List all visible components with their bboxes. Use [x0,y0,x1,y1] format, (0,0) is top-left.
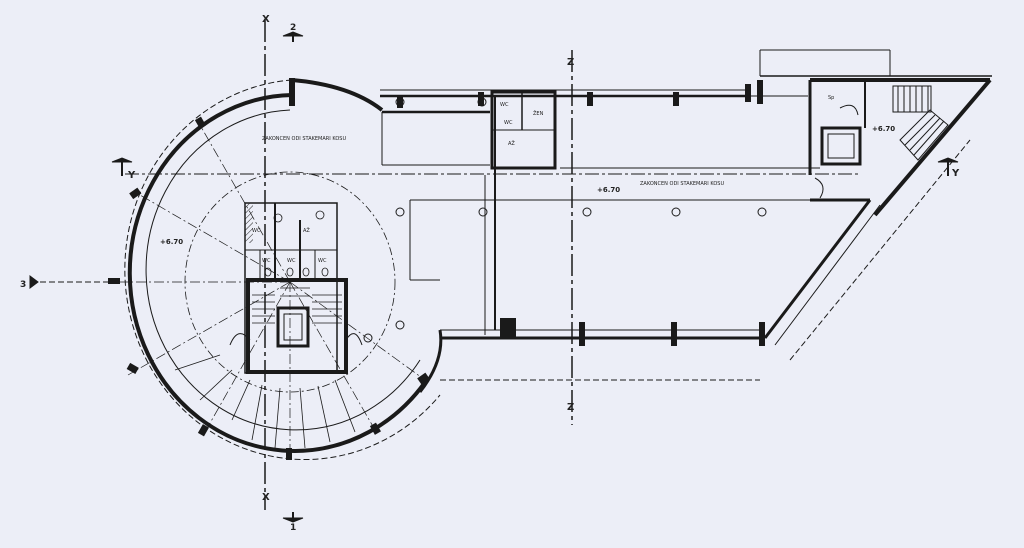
stair-tower-treads [892,85,949,161]
rotunda [108,79,441,461]
gallery-curved-wall [291,78,384,112]
section-2-label: 2 [290,23,296,33]
lift-shaft-right [820,126,862,166]
structural-columns [397,80,765,346]
rotunda-lower-curve [418,329,443,393]
axis-y-right-label: Y [951,168,960,179]
core-stair-treads [252,287,342,324]
section-3-label: 3 [20,280,26,290]
axis-x-top-label: X [262,14,270,25]
grid-axes [40,20,573,510]
section-1-label: 1 [290,523,296,533]
main-wing [125,49,992,381]
wc-label-left-a: WC [252,228,261,234]
wc-label-left-b: WC [262,258,271,264]
shop-label: ŽEN [533,109,544,117]
axis-markers [363,97,767,343]
wc-area-right: AŽ [508,139,515,147]
wc-label-left-c: WC [287,258,296,264]
central-core [229,202,363,374]
level-stair-tower: +6.70 [872,125,895,133]
lift-car [283,313,303,341]
lift-shaft [276,306,310,348]
axis-y-left-label: Y [127,170,136,181]
axis-z-top-label: Z [567,57,574,68]
wc-label-left-d: WC [318,258,327,264]
wc-top-a: WC [500,102,509,108]
axis-z-bottom-label: Z [567,402,574,413]
rotunda-columns [108,116,430,460]
corridor-label: ZAKONCEN ODI STAKEMARI KOSU [640,181,724,187]
rotunda-wall-arc [127,93,430,453]
rotunda-outer-dashed-arc [124,79,441,461]
stair-core-wall [246,278,348,374]
rotunda-inner-arc [145,109,421,431]
axis-x-bottom-label: X [262,492,270,503]
section-markers [29,31,959,523]
gallery-pier [289,78,295,106]
rotunda-stair-fan [174,354,356,449]
wc-top-b: WC [504,120,513,126]
wc-area-left: AŽ [303,226,310,234]
level-corridor: +6.70 [597,186,620,194]
level-rotunda: +6.70 [160,238,183,246]
gallery-label: ZAKONCEN ODI STAKEMARI KOSU [262,136,346,142]
lift-label: Sp [828,95,834,101]
